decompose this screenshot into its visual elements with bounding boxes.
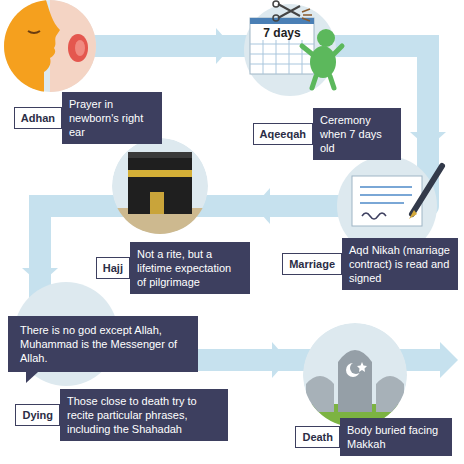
flow-band [232,349,272,371]
adhan-illustration [0,0,100,92]
marriage-illustration-part [412,166,442,214]
stage-node: Adhan Prayer in newborn's right ear [0,0,168,146]
stage-description: Not a rite, but a lifetime expectation o… [130,242,250,294]
stage-description: Aqd Nikah (marriage contract) is read an… [342,238,458,290]
death-illustration-part [306,376,334,412]
marriage-illustration-part [360,187,412,203]
description-text: Ceremony when 7 days old [320,113,394,155]
stage-name: Marriage [282,253,342,275]
adhan-illustration-part [28,31,40,33]
marriage-illustration-part [409,210,417,219]
flow-arrow [404,46,446,148]
aqeeqah-illustration-part [310,46,336,78]
adhan-illustration-part [68,34,88,62]
quote-bubble: There is no god except Allah, Muhammad i… [8,316,198,372]
death-illustration-part [376,376,404,412]
flow-band [270,195,278,217]
flow-arrow [232,342,288,378]
flow-arrow [254,188,278,224]
hajj-illustration-part [128,170,192,177]
aqeeqah-illustration-part [273,15,279,21]
stage-name: Adhan [14,107,62,129]
stage-node: Death Body buried facing Makkah [288,318,458,458]
arrowhead [216,28,232,64]
stage-node: Hajj Not a rite, but a lifetime expectati… [88,134,254,296]
hajj-illustration [100,138,220,238]
calendar-label: 7 days [252,26,312,40]
aqeeqah-illustration-part [273,1,279,7]
aqeeqah-illustration-part [302,46,342,88]
death-illustration-part [303,323,407,427]
aqeeqah-illustration-part [278,4,300,18]
stage-name: Aqeeqah [253,123,313,145]
description-text: Aqd Nikah (marriage contract) is read an… [349,243,451,285]
flow-band [168,35,216,57]
stage-description: Those close to death try to recite parti… [60,389,228,441]
description-text: Those close to death try to recite parti… [67,394,221,436]
stage-name: Dying [15,404,60,426]
stage-description: Body buried facing Makkah [340,418,452,456]
stage-name: Death [295,426,340,448]
flow-arrow [168,28,232,64]
quote-text: There is no god except Allah, Muhammad i… [20,323,186,365]
arrowhead [410,132,446,148]
hajj-illustration-part [128,158,192,214]
flow-arrow [22,206,88,284]
flow-band [40,206,88,268]
adhan-illustration-part [75,40,85,56]
flow-band [404,46,428,132]
death-illustration-part [338,350,372,412]
arrowhead [254,188,270,224]
stage-node: Marriage Aqd Nikah (marriage contract) is… [278,148,464,304]
description-text: Prayer in newborn's right ear [69,97,155,139]
hajj-illustration-part [150,192,164,214]
stage-description: Ceremony when 7 days old [313,108,401,160]
aqeeqah-illustration-part [317,29,335,47]
stage-node: Dying Those close to death try to recite … [0,284,232,443]
death-illustration-part [357,362,367,372]
adhan-illustration-part [50,0,100,92]
aqeeqah-illustration-part [244,4,336,96]
adhan-illustration-part [0,0,60,92]
flow-arrowhead [440,342,458,378]
marriage-illustration-part [362,213,386,219]
aqeeqah-illustration-part [302,9,312,21]
stage-description: Prayer in newborn's right ear [62,92,162,144]
stage-name: Hajj [96,257,130,279]
description-text: Body buried facing Makkah [347,423,445,451]
arrowhead [272,342,288,378]
arrowhead [22,268,58,284]
description-text: Not a rite, but a lifetime expectation o… [137,247,243,289]
stage-node: Aqeeqah Ceremony when 7 days old [232,0,404,162]
aqeeqah-illustration [244,1,342,96]
marriage-illustration-part [352,176,422,226]
